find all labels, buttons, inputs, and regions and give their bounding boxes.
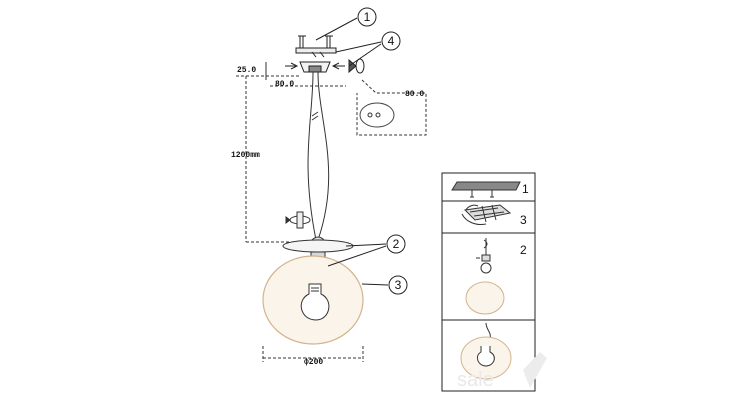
- canopy-detail-box: [356, 79, 427, 136]
- canopy-width-dimension: 80.0: [275, 80, 294, 89]
- rotate-symbol-icon: [285, 211, 311, 229]
- step-3-number: 3: [520, 213, 527, 227]
- cable-length-label: 1200mm: [231, 151, 260, 160]
- top-dimensions: [236, 62, 346, 87]
- step-4-assembled-lamp-icon: [460, 322, 512, 380]
- steps-panel: 1 3 2: [441, 172, 536, 392]
- step-3-wiring-connection-icon: [461, 204, 512, 225]
- suspension-cables: [307, 71, 330, 241]
- callout-1-number: 1: [364, 10, 371, 24]
- callout-1: 1: [315, 7, 377, 41]
- watermark-text: sale: [457, 369, 494, 391]
- step-1-number: 1: [522, 182, 529, 196]
- callout-2: 2: [327, 234, 406, 267]
- callout-3: 3: [361, 275, 408, 295]
- callout-3-number: 3: [395, 278, 402, 292]
- step-2-bulb-install-icon: [465, 238, 505, 315]
- diameter-dimension-lines: [262, 346, 364, 362]
- canopy-detail-dimension: 80.0: [405, 90, 424, 99]
- watermark: sale: [457, 352, 547, 391]
- step-2-number: 2: [520, 243, 527, 257]
- glass-globe: [262, 255, 364, 345]
- callout-4: 4: [335, 31, 401, 67]
- offset-dimension: 25.0: [237, 66, 256, 75]
- ceiling-mount: [285, 35, 365, 74]
- shade-diameter-label: ф200: [304, 358, 323, 367]
- step-1-ceiling-bracket-icon: [451, 181, 521, 198]
- callout-2-number: 2: [393, 237, 400, 251]
- callout-4-number: 4: [388, 34, 395, 48]
